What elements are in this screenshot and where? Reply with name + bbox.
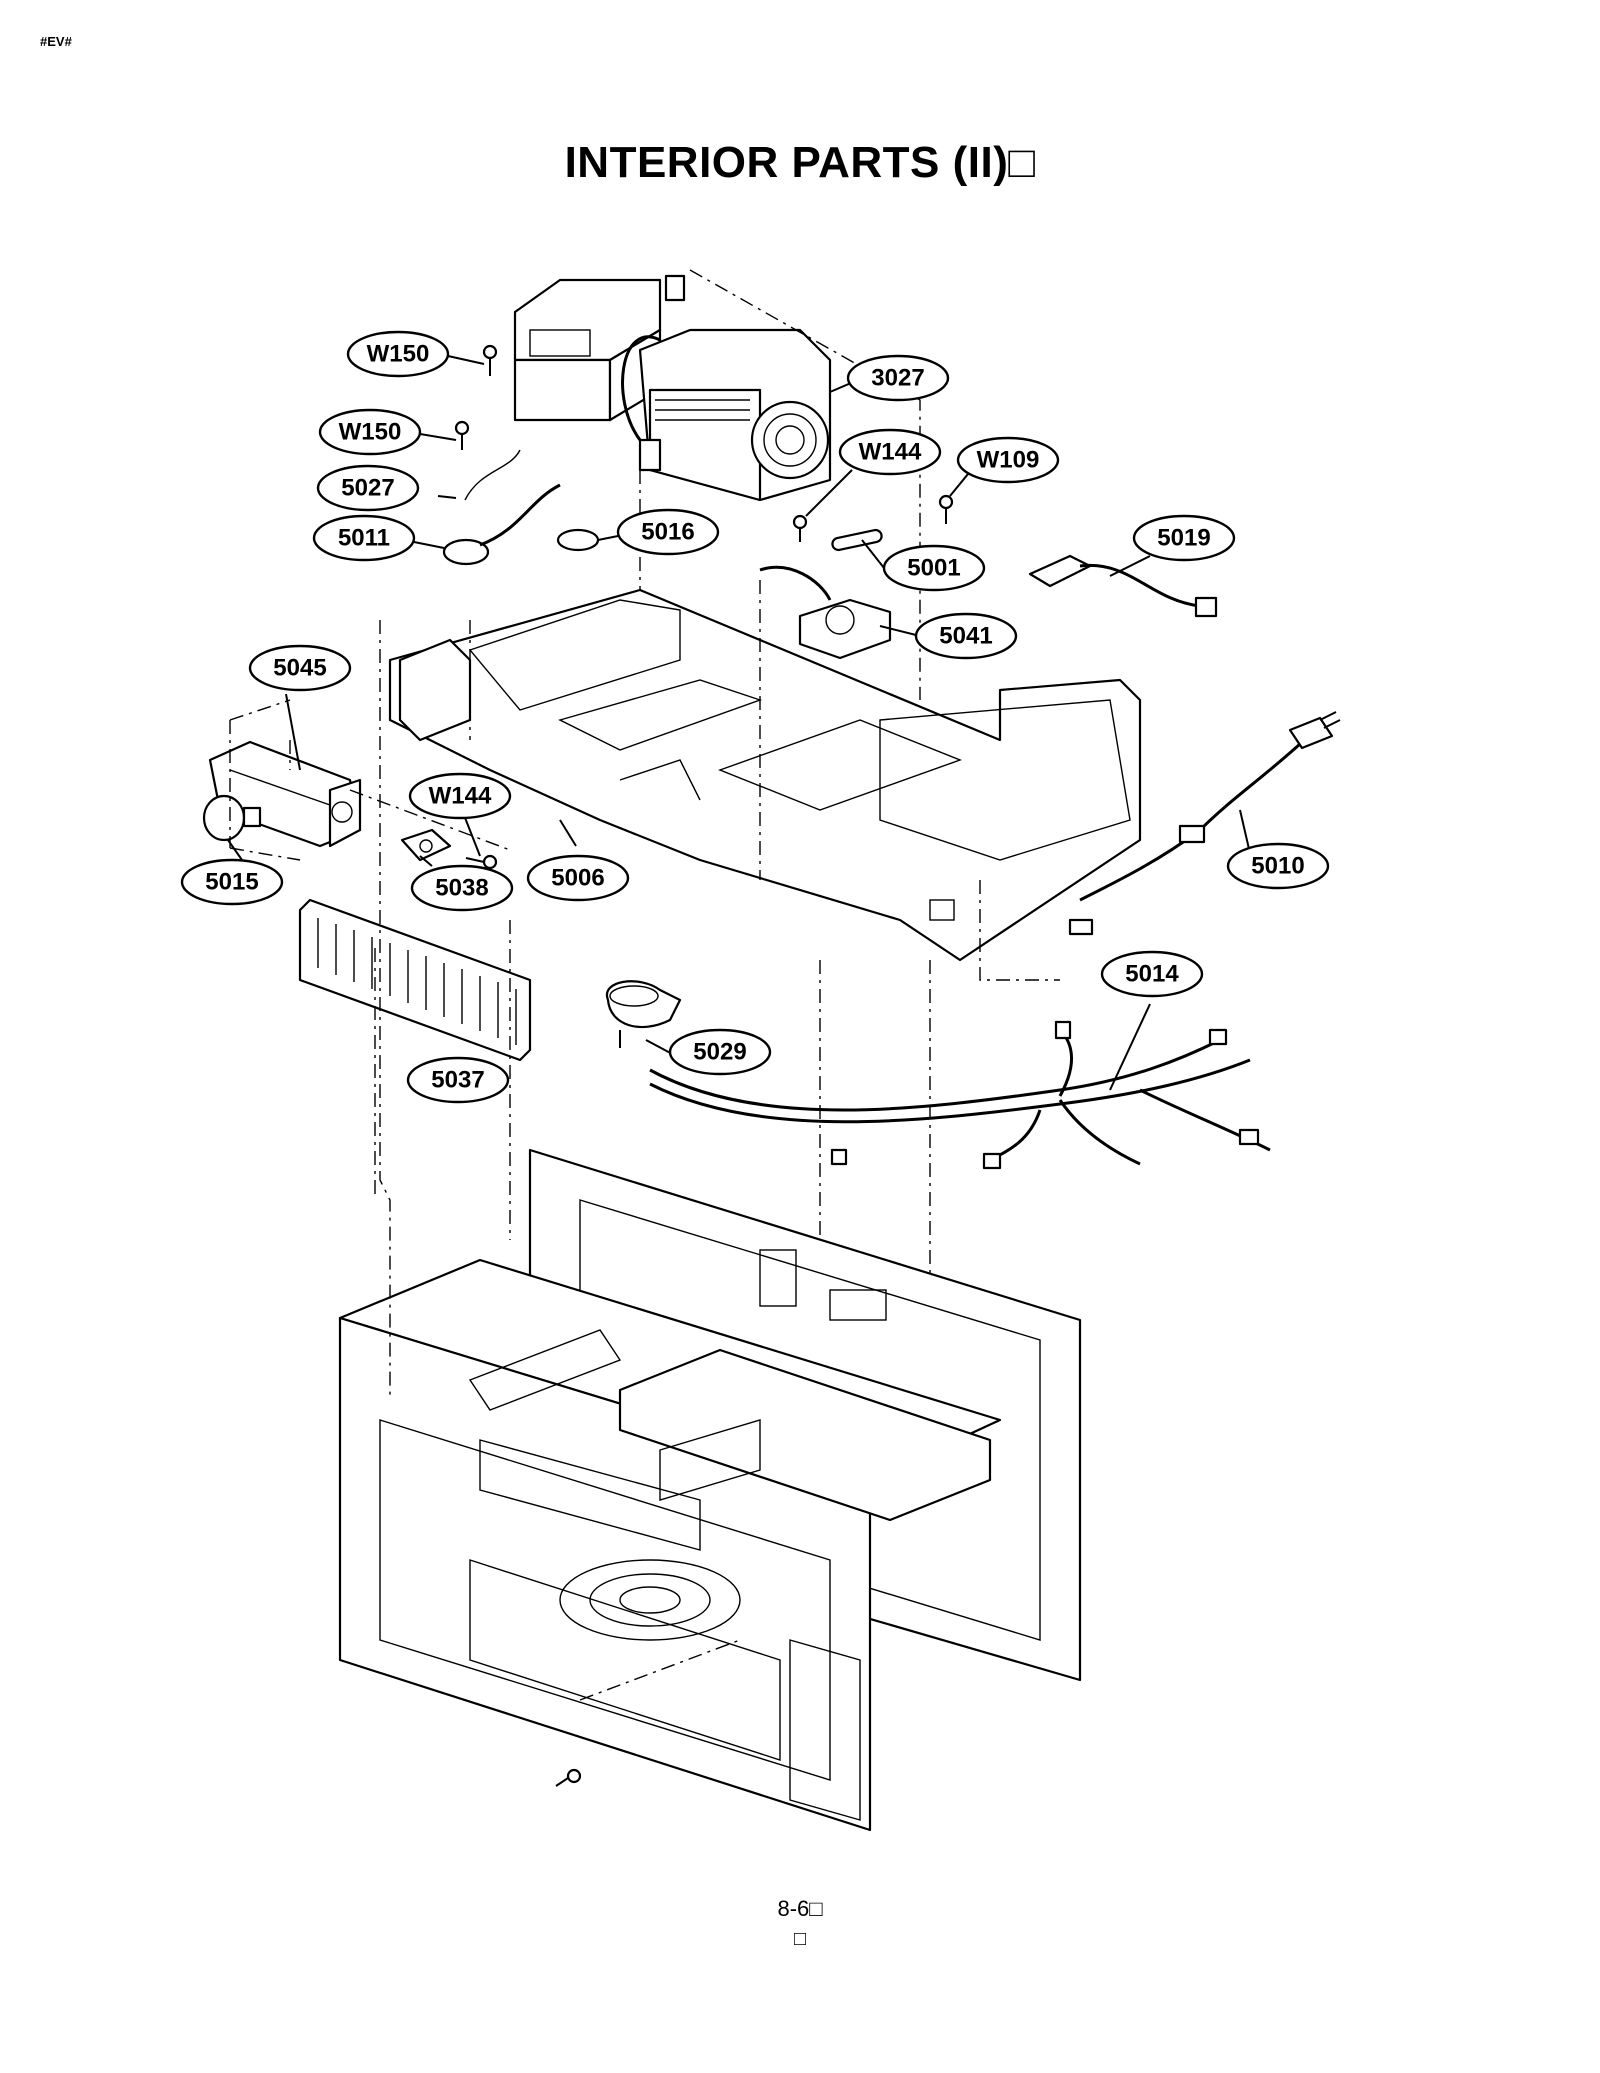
svg-text:5014: 5014 xyxy=(1125,961,1179,988)
page-title: INTERIOR PARTS (II)□ xyxy=(564,138,1036,187)
callout-3027: 3027 xyxy=(846,354,950,402)
callout-5015: 5015 xyxy=(180,858,284,906)
callout-w150-lower: W150 xyxy=(318,408,422,456)
svg-text:W144: W144 xyxy=(429,783,492,810)
svg-text:5038: 5038 xyxy=(435,875,488,902)
page-number: 8-6□ xyxy=(777,1896,823,1921)
lamp-socket-5038 xyxy=(400,828,452,862)
callout-w109: W109 xyxy=(956,436,1060,484)
relay-board-5041 xyxy=(759,565,892,660)
screw-cavity xyxy=(555,1768,582,1787)
svg-text:W150: W150 xyxy=(339,419,402,446)
svg-text:5015: 5015 xyxy=(205,869,258,896)
svg-text:5010: 5010 xyxy=(1251,853,1304,880)
callout-5037: 5037 xyxy=(406,1056,510,1104)
fuse-5001 xyxy=(831,528,883,552)
svg-text:W109: W109 xyxy=(977,447,1040,474)
thermostat-5016 xyxy=(556,528,600,552)
thermostat-5011 xyxy=(442,449,561,566)
svg-text:5037: 5037 xyxy=(431,1067,484,1094)
screw-w150-lower xyxy=(454,420,470,450)
svg-text:5016: 5016 xyxy=(641,519,694,546)
callout-w144-upper: W144 xyxy=(838,428,942,476)
blower-motor-assembly xyxy=(513,274,832,502)
callout-5029: 5029 xyxy=(668,1028,772,1076)
callout-5011: 5011 xyxy=(312,514,416,562)
power-cord-5010 xyxy=(1068,711,1341,936)
svg-text:W150: W150 xyxy=(367,341,430,368)
callout-5010: 5010 xyxy=(1226,842,1330,890)
base-plate-5006 xyxy=(388,588,1142,962)
svg-text:5011: 5011 xyxy=(338,525,390,552)
page-footer: 8-6□ □ xyxy=(0,1896,1600,1951)
svg-text:5001: 5001 xyxy=(907,555,960,582)
callout-w150-upper: W150 xyxy=(346,330,450,378)
callout-5041: 5041 xyxy=(914,612,1018,660)
screw-w144-upper xyxy=(792,514,808,542)
wire-harness-5014 xyxy=(649,1020,1271,1170)
vent-grille-5037 xyxy=(298,898,532,1062)
oven-cavity-assembly xyxy=(338,1148,1082,1832)
callout-5001: 5001 xyxy=(882,544,986,592)
callout-5006: 5006 xyxy=(526,854,630,902)
sensor-5019 xyxy=(1028,554,1218,618)
turntable-motor-5029 xyxy=(605,980,682,1048)
svg-text:5006: 5006 xyxy=(551,865,604,892)
svg-text:5041: 5041 xyxy=(939,623,992,650)
screw-w144-lower xyxy=(465,854,498,870)
callout-5027: 5027 xyxy=(316,464,420,512)
footer-mark: □ xyxy=(793,1928,807,1950)
callout-w144-lower: W144 xyxy=(408,772,512,820)
svg-text:5027: 5027 xyxy=(341,475,394,502)
svg-text:5045: 5045 xyxy=(273,655,326,682)
callout-5014: 5014 xyxy=(1100,950,1204,998)
callout-5016: 5016 xyxy=(616,508,720,556)
screw-w150-upper xyxy=(482,344,498,376)
callout-5045: 5045 xyxy=(248,644,352,692)
callout-5019: 5019 xyxy=(1132,514,1236,562)
callout-5038: 5038 xyxy=(410,864,514,912)
svg-text:W144: W144 xyxy=(859,439,922,466)
lamp-bulb-5015 xyxy=(202,794,262,842)
svg-text:5029: 5029 xyxy=(693,1039,746,1066)
lamp-housing-5045 xyxy=(208,740,362,848)
svg-text:5019: 5019 xyxy=(1157,525,1210,552)
corner-mark: #EV# xyxy=(40,34,72,49)
screw-w109 xyxy=(938,494,954,524)
svg-text:3027: 3027 xyxy=(871,365,924,392)
